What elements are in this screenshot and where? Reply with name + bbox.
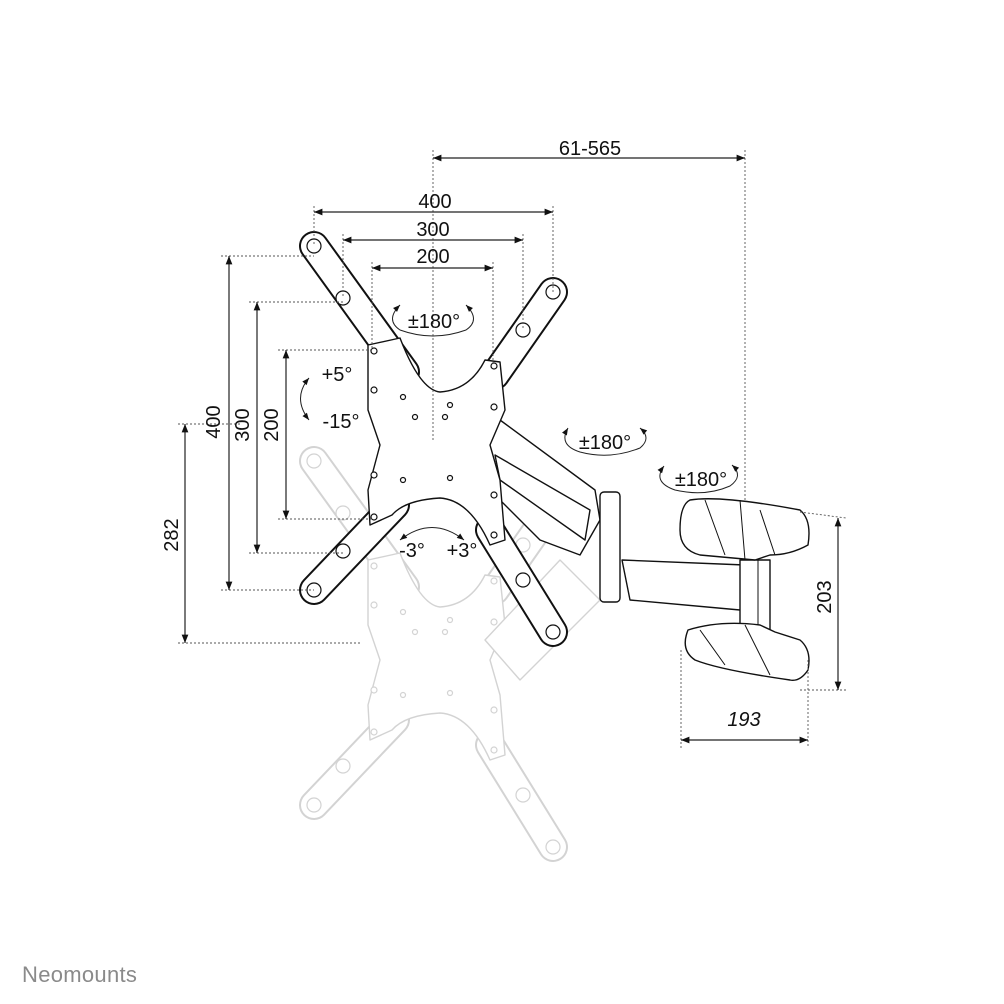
brand-logo: Neomounts (22, 962, 137, 987)
level-minus-label: -3° (399, 540, 425, 562)
vesa-height-200-label: 200 (261, 408, 283, 441)
vesa-width-400-label: 400 (418, 191, 451, 213)
vesa-width-300-label: 300 (416, 219, 449, 241)
tilt-down-label: -15° (323, 411, 360, 433)
vesa-height-400-label: 400 (203, 405, 225, 438)
wall-plate (679, 498, 810, 681)
tilt-up-label: +5° (322, 364, 353, 386)
center-height-label: 282 (161, 518, 183, 551)
rotation-indicators (300, 304, 740, 541)
screen-rotation-label: ±180° (408, 311, 460, 333)
wall-plate-height-label: 203 (814, 580, 836, 613)
level-plus-label: +3° (447, 540, 478, 562)
wall-plate-width-label: 193 (727, 709, 760, 731)
vesa-width-200-label: 200 (416, 246, 449, 268)
arm-swivel-1-label: ±180° (579, 432, 631, 454)
vesa-height-300-label: 300 (232, 408, 254, 441)
dimension-lines (181, 154, 842, 744)
extension-lines (178, 150, 847, 748)
arm-swivel-2-label: ±180° (675, 469, 727, 491)
articulating-arm (484, 419, 771, 631)
extension-range-label: 61-565 (559, 138, 621, 160)
